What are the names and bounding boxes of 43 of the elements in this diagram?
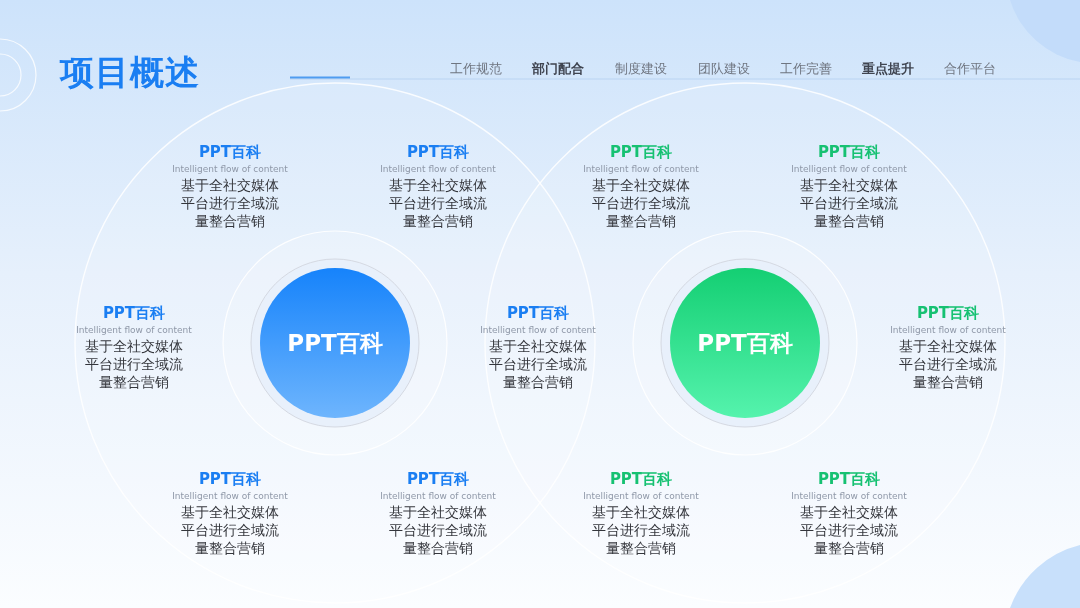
item-heading: PPT百科 (817, 142, 881, 162)
item-subtitle: Intelligent flow of content (76, 324, 192, 337)
item-description: 基于全社交媒体平台进行全域流量整合营销 (591, 503, 691, 557)
item-heading: PPT百科 (198, 469, 262, 489)
nav-label: 制度建设 (615, 60, 667, 78)
nav-label: 部门配合 (532, 60, 584, 78)
nav-label: 团队建设 (698, 60, 750, 78)
nav-label: 工作规范 (450, 60, 502, 78)
item-description: 基于全社交媒体平台进行全域流量整合营销 (388, 176, 488, 230)
item-subtitle: Intelligent flow of content (480, 324, 596, 337)
item-heading: PPT百科 (817, 469, 881, 489)
item-subtitle: Intelligent flow of content (583, 163, 699, 176)
item-heading: PPT百科 (609, 469, 673, 489)
item-heading: PPT百科 (102, 303, 166, 323)
item-heading: PPT百科 (198, 142, 262, 162)
circle-label: PPT百科 (287, 329, 383, 357)
item-description: 基于全社交媒体平台进行全域流量整合营销 (591, 176, 691, 230)
item-description: 基于全社交媒体平台进行全域流量整合营销 (180, 503, 280, 557)
item-description: 基于全社交媒体平台进行全域流量整合营销 (799, 503, 899, 557)
nav-label: 合作平台 (944, 60, 996, 78)
nav-label: 重点提升 (862, 60, 914, 78)
item-heading: PPT百科 (406, 469, 470, 489)
item-description: 基于全社交媒体平台进行全域流量整合营销 (84, 337, 184, 391)
item-heading: PPT百科 (406, 142, 470, 162)
slide-title: 项目概述 (60, 51, 200, 94)
item-subtitle: Intelligent flow of content (583, 490, 699, 503)
item-subtitle: Intelligent flow of content (890, 324, 1006, 337)
item-subtitle: Intelligent flow of content (380, 163, 496, 176)
item-description: 基于全社交媒体平台进行全域流量整合营销 (388, 503, 488, 557)
item-subtitle: Intelligent flow of content (172, 490, 288, 503)
item-subtitle: Intelligent flow of content (172, 163, 288, 176)
item-subtitle: Intelligent flow of content (791, 163, 907, 176)
item-heading: PPT百科 (506, 303, 570, 323)
circle-label: PPT百科 (697, 329, 793, 357)
item-description: 基于全社交媒体平台进行全域流量整合营销 (488, 337, 588, 391)
item-description: 基于全社交媒体平台进行全域流量整合营销 (799, 176, 899, 230)
item-description: 基于全社交媒体平台进行全域流量整合营销 (898, 337, 998, 391)
item-subtitle: Intelligent flow of content (380, 490, 496, 503)
nav-label: 工作完善 (780, 60, 832, 78)
item-description: 基于全社交媒体平台进行全域流量整合营销 (180, 176, 280, 230)
item-heading: PPT百科 (916, 303, 980, 323)
item-subtitle: Intelligent flow of content (791, 490, 907, 503)
item-heading: PPT百科 (609, 142, 673, 162)
